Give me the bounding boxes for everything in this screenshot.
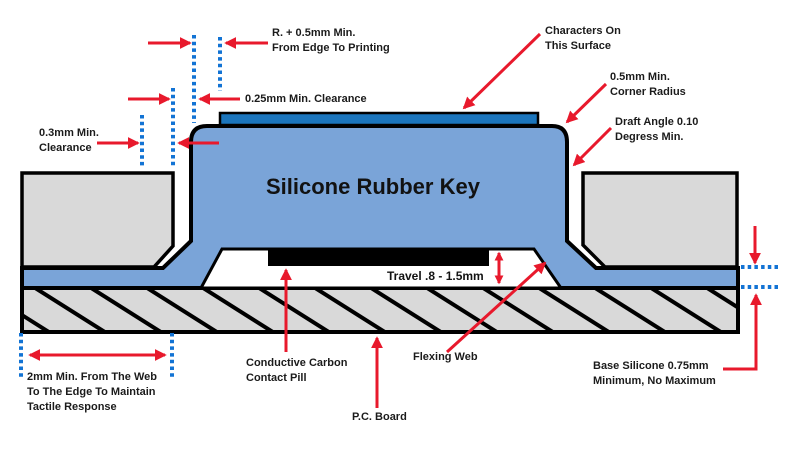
- print-surface-strip: [218, 111, 540, 127]
- label-line: Tactile Response: [27, 401, 117, 413]
- label-characters-surface: Characters On This Surface: [545, 24, 621, 54]
- label-line: R. + 0.5mm Min.: [272, 27, 356, 39]
- label-line: Characters On: [545, 25, 621, 37]
- contact-pill: [268, 248, 489, 266]
- left-housing-block: [20, 171, 175, 269]
- arrow-characters-surface: [462, 32, 542, 110]
- label-line: Corner Radius: [610, 86, 686, 98]
- label-line: Draft Angle 0.10: [615, 116, 699, 128]
- label-clearance-03: 0.3mm Min. Clearance: [39, 126, 99, 156]
- label-carbon-pill: Conductive Carbon Contact Pill: [246, 356, 347, 386]
- label-edge-to-printing: R. + 0.5mm Min. From Edge To Printing: [272, 26, 390, 56]
- label-line: 0.3mm Min.: [39, 127, 99, 139]
- right-housing-block: [581, 171, 739, 269]
- label-web-to-edge: 2mm Min. From The Web To The Edge To Mai…: [27, 370, 157, 415]
- label-line: Clearance: [39, 142, 92, 154]
- label-base-silicone: Base Silicone 0.75mm Minimum, No Maximum: [593, 359, 716, 389]
- label-line: To The Edge To Maintain: [27, 386, 156, 398]
- label-line: From Edge To Printing: [272, 42, 390, 54]
- label-line: Conductive Carbon: [246, 357, 348, 369]
- label-line: Contact Pill: [246, 372, 307, 384]
- arrow-flexing-web: [445, 261, 547, 354]
- arrow-base-silicone-leader: [723, 293, 762, 371]
- label-draft-angle: Draft Angle 0.10 Degress Min.: [615, 115, 698, 145]
- arrow-corner-radius: [565, 82, 608, 124]
- label-clearance-025: 0.25mm Min. Clearance: [245, 93, 367, 105]
- label-corner-radius: 0.5mm Min. Corner Radius: [610, 70, 686, 100]
- label-line: 2mm Min. From The Web: [27, 371, 157, 383]
- label-line: This Surface: [545, 40, 612, 52]
- pcb-hatch: [24, 288, 736, 331]
- arrow-draft-angle: [572, 126, 613, 167]
- label-line: 0.5mm Min.: [610, 71, 670, 83]
- label-line: Minimum, No Maximum: [593, 375, 716, 387]
- label-pc-board: P.C. Board: [352, 411, 407, 423]
- label-line: Degress Min.: [615, 131, 684, 143]
- label-travel: Travel .8 - 1.5mm: [387, 269, 484, 283]
- label-flexing-web: Flexing Web: [413, 351, 478, 363]
- label-silicone-rubber-key: Silicone Rubber Key: [266, 174, 480, 199]
- silicone-rubber-profile: [20, 124, 740, 291]
- label-line: Base Silicone 0.75mm: [593, 360, 709, 372]
